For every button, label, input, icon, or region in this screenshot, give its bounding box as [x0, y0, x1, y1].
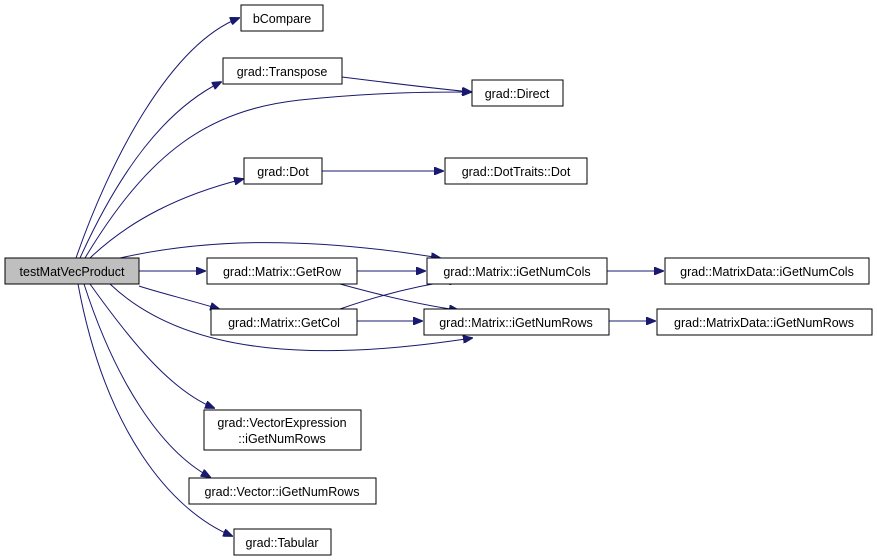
node-dot-label: grad::Dot [257, 165, 309, 179]
node-transpose[interactable]: grad::Transpose [222, 57, 343, 85]
node-transpose-label: grad::Transpose [237, 65, 328, 79]
node-getcol-label: grad::Matrix::GetCol [228, 316, 340, 330]
node-dottraits-dot-label: grad::DotTraits::Dot [462, 165, 571, 179]
node-vexpr-igetnumrows-line1: grad::VectorExpression [217, 416, 346, 430]
node-getrow-label: grad::Matrix::GetRow [223, 265, 342, 279]
node-md-igetnumcols-label: grad::MatrixData::iGetNumCols [680, 265, 854, 279]
node-md-igetnumrows-label: grad::MatrixData::iGetNumRows [674, 316, 854, 330]
node-direct-label: grad::Direct [485, 87, 550, 101]
node-vexpr-igetnumrows-line2: ::iGetNumRows [238, 432, 326, 446]
node-vector-igetnumrows-label: grad::Vector::iGetNumRows [205, 485, 360, 499]
node-igetnumcols[interactable]: grad::Matrix::iGetNumCols [426, 257, 608, 285]
edge-transpose-to-direct [341, 76, 471, 92]
node-vector-igetnumrows[interactable]: grad::Vector::iGetNumRows [188, 477, 377, 505]
edge-root-to-dot [89, 179, 243, 259]
edge-root-to-igetnumcols-top [119, 242, 440, 258]
edge-root-to-vector [83, 283, 210, 477]
node-bcompare-label: bCompare [253, 12, 311, 26]
node-tabular-label: grad::Tabular [246, 536, 319, 550]
edge-root-to-vexpr [89, 283, 214, 408]
node-direct[interactable]: grad::Direct [471, 79, 564, 107]
edges [75, 18, 663, 536]
edge-root-to-bcompare [75, 18, 239, 259]
node-vexpr-igetnumrows[interactable]: grad::VectorExpression ::iGetNumRows [203, 409, 362, 451]
node-bcompare[interactable]: bCompare [240, 4, 324, 32]
node-igetnumrows[interactable]: grad::Matrix::iGetNumRows [423, 308, 610, 336]
node-md-igetnumrows[interactable]: grad::MatrixData::iGetNumRows [656, 308, 873, 336]
node-md-igetnumcols[interactable]: grad::MatrixData::iGetNumCols [664, 257, 870, 285]
node-root-label: testMatVecProduct [20, 265, 125, 279]
edge-root-to-transpose [79, 82, 221, 259]
edge-root-to-igetnumrows-bottom [109, 283, 472, 352]
node-tabular[interactable]: grad::Tabular [233, 528, 332, 556]
node-getcol[interactable]: grad::Matrix::GetCol [210, 308, 358, 336]
edge-root-to-direct [84, 92, 471, 259]
node-getrow[interactable]: grad::Matrix::GetRow [206, 257, 358, 285]
edge-root-to-getcol [138, 285, 219, 309]
node-root[interactable]: testMatVecProduct [4, 257, 140, 285]
node-dottraits-dot[interactable]: grad::DotTraits::Dot [444, 157, 588, 185]
node-dot[interactable]: grad::Dot [243, 157, 323, 185]
edge-getrow-to-igetnumrows [339, 283, 458, 310]
node-igetnumrows-label: grad::Matrix::iGetNumRows [439, 316, 593, 330]
node-igetnumcols-label: grad::Matrix::iGetNumCols [443, 265, 590, 279]
edge-root-to-tabular [77, 283, 232, 536]
